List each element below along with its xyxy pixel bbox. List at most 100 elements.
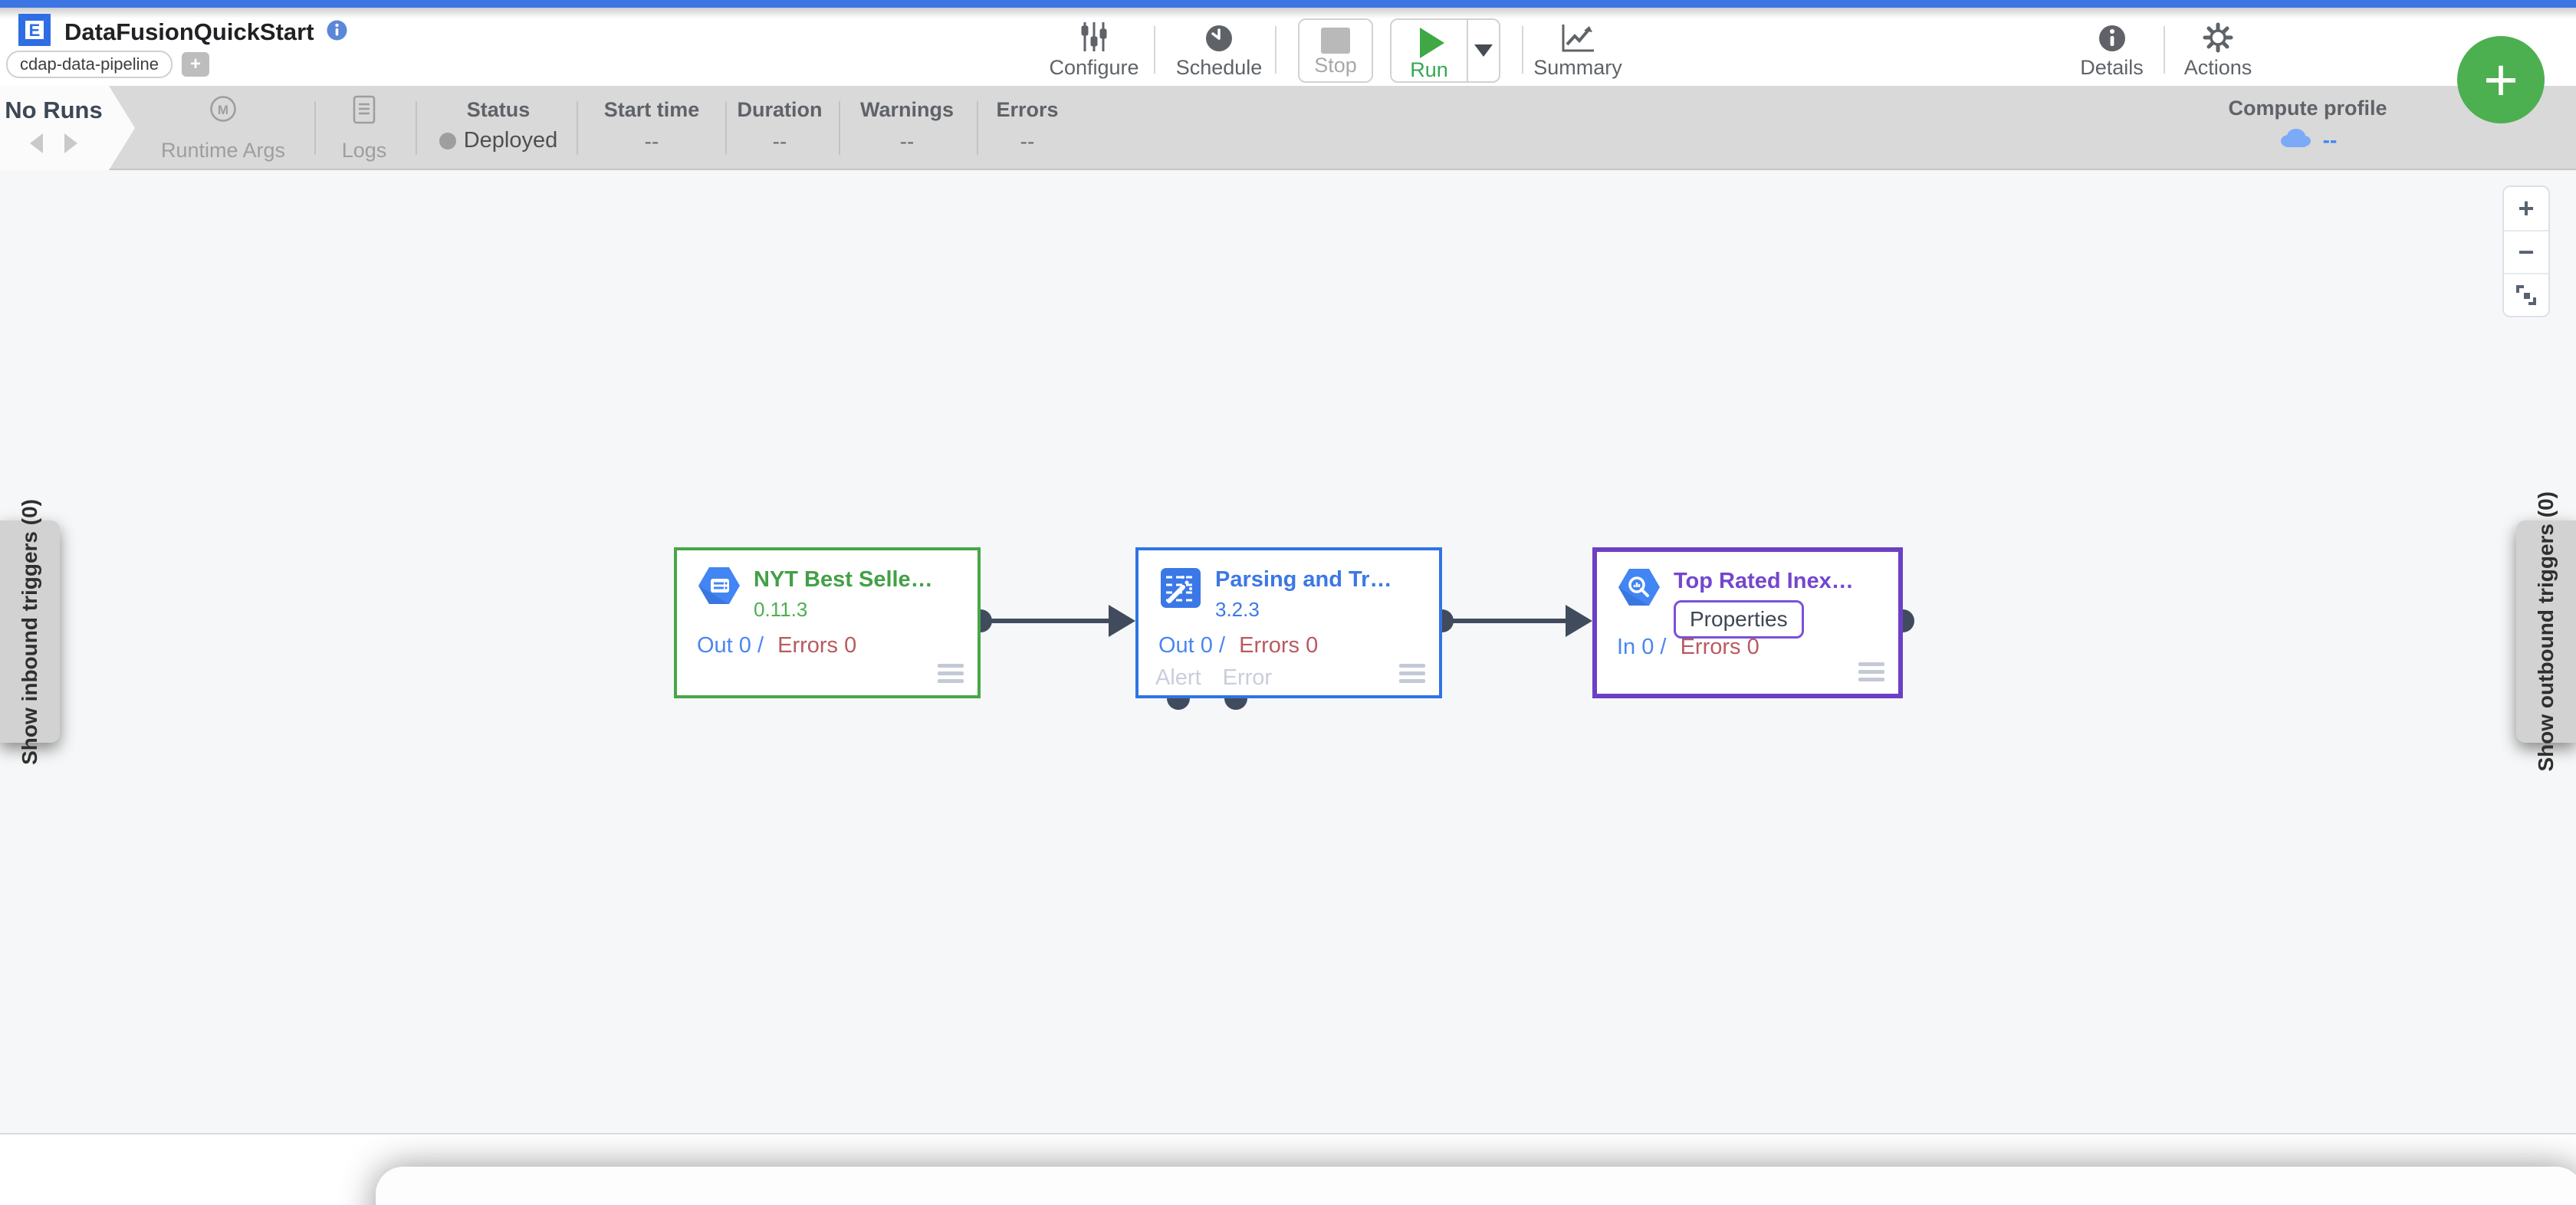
runs-bar-divider [977,101,978,155]
runs-bar-divider [314,101,316,155]
pipeline-info-icon[interactable] [327,20,347,44]
node-metrics: In 0 / Errors 0 [1617,635,1760,660]
pipeline-tag-row: cdap-data-pipeline + [6,51,210,78]
duration-stat: Duration -- [730,86,830,170]
toolbar-divider [2164,26,2165,74]
runtime-args-button[interactable]: M Runtime Args [142,86,304,170]
compute-profile: Compute profile -- [2200,86,2415,170]
add-pipeline-fab[interactable]: + [2457,36,2545,123]
canvas-zoom-panel: + − [2502,186,2550,317]
page-title: DataFusionQuickStart [64,18,314,45]
pipeline-canvas[interactable]: NYT Best Selle… 0.11.3 Out 0 / Errors 0 [0,170,2576,1133]
runs-bar-divider [725,101,727,155]
runs-bar-divider [839,101,840,155]
status-label: Status [466,98,531,121]
warnings-label: Warnings [859,98,954,121]
clock-icon [1204,18,1234,54]
stop-button[interactable]: Stop [1298,18,1373,83]
arrowhead-icon [1109,605,1135,637]
brand-row: E DataFusionQuickStart [17,12,347,51]
start-time-value: -- [644,130,659,153]
run-label: Run [1410,58,1448,81]
duration-label: Duration [737,98,823,121]
details-button[interactable]: Details [2064,18,2160,83]
svg-text:E: E [29,21,41,40]
configure-label: Configure [1049,56,1139,79]
runs-selector: No Runs [0,86,135,170]
sliders-icon [1079,18,1109,54]
macro-m-icon: M [209,95,237,128]
warnings-value: -- [899,130,915,153]
wrangler-wand-icon [1160,567,1201,612]
compute-profile-value: -- [2322,127,2338,152]
details-label: Details [2080,56,2144,79]
node-top-rated[interactable]: Top Rated Inex… Properties In 0 / Errors… [1592,547,1903,698]
document-icon [352,95,376,130]
node-menu-icon[interactable] [1858,658,1884,681]
configure-button[interactable]: Configure [1040,18,1148,83]
play-icon [1420,28,1444,58]
toolbar-divider [1275,26,1276,74]
schedule-button[interactable]: Schedule [1168,18,1270,83]
summary-label: Summary [1533,56,1622,79]
run-button-group: Run [1390,18,1500,83]
stop-icon [1321,28,1350,54]
node-metrics: Out 0 / Errors 0 [697,633,856,658]
logs-button[interactable]: Logs [322,86,406,170]
stop-label: Stop [1314,54,1357,77]
chart-line-icon [1560,18,1595,54]
compute-profile-value-row[interactable]: -- [2200,126,2415,153]
status-value: Deployed [463,128,558,153]
run-options-dropdown[interactable] [1467,20,1499,81]
duration-value: -- [772,130,787,153]
start-time-label: Start time [603,98,700,121]
pipeline-header: E DataFusionQuickStart cdap-data-pipelin… [0,8,2576,86]
start-time-stat: Start time -- [584,86,719,170]
out-metric[interactable]: Out 0 / [697,633,764,658]
next-run-arrow-icon[interactable] [64,133,77,153]
outbound-triggers-label: Show outbound triggers (0) [2534,491,2558,772]
hexagon-database-icon [698,567,740,608]
runs-bar-divider [577,101,578,155]
summary-button[interactable]: Summary [1526,18,1630,83]
schedule-label: Schedule [1175,56,1263,79]
node-version: 3.2.3 [1215,598,1260,621]
cdap-logo-icon: E [17,12,52,51]
run-navigation [0,133,107,153]
outbound-triggers-tab[interactable]: Show outbound triggers (0) [2516,491,2576,772]
bottom-panel-strip [0,1133,2576,1205]
add-tag-button[interactable]: + [182,52,210,77]
actions-button[interactable]: Actions [2168,18,2268,83]
errors-metric[interactable]: Errors 0 [1239,633,1319,658]
node-menu-icon[interactable] [938,660,964,683]
runtime-args-label: Runtime Args [160,139,286,162]
properties-button[interactable]: Properties [1674,600,1804,639]
node-parsing-transform[interactable]: Parsing and Tr… 3.2.3 Out 0 / Errors 0 A… [1135,547,1442,698]
warnings-stat: Warnings -- [843,86,971,170]
errors-stat: Errors -- [981,86,1073,170]
node-port-labels: Alert Error [1155,665,1272,691]
status-stat: Status Deployed [429,86,567,170]
no-runs-label: No Runs [5,97,103,123]
fit-to-screen-button[interactable] [2504,273,2548,316]
inbound-triggers-tab[interactable]: Show inbound triggers (0) [0,499,60,764]
error-port-label: Error [1222,665,1273,690]
errors-value: -- [1020,130,1035,153]
errors-metric[interactable]: Errors 0 [1680,635,1760,659]
status-dot-icon [439,132,456,149]
alert-port-label: Alert [1155,665,1201,690]
pipeline-type-tag: cdap-data-pipeline [6,51,173,78]
errors-metric[interactable]: Errors 0 [777,633,857,658]
node-nyt-best-sellers[interactable]: NYT Best Selle… 0.11.3 Out 0 / Errors 0 [674,547,981,698]
zoom-out-button[interactable]: − [2504,230,2548,273]
node-metrics: Out 0 / Errors 0 [1158,633,1318,658]
out-metric[interactable]: Out 0 / [1158,633,1226,658]
in-metric[interactable]: In 0 / [1617,635,1667,659]
previous-run-arrow-icon[interactable] [30,133,43,153]
zoom-in-button[interactable]: + [2518,192,2535,224]
node-menu-icon[interactable] [1399,660,1425,683]
actions-label: Actions [2183,56,2252,79]
info-circle-icon [2097,18,2128,54]
run-button[interactable]: Run [1392,20,1467,81]
cloud-icon [2279,126,2312,153]
